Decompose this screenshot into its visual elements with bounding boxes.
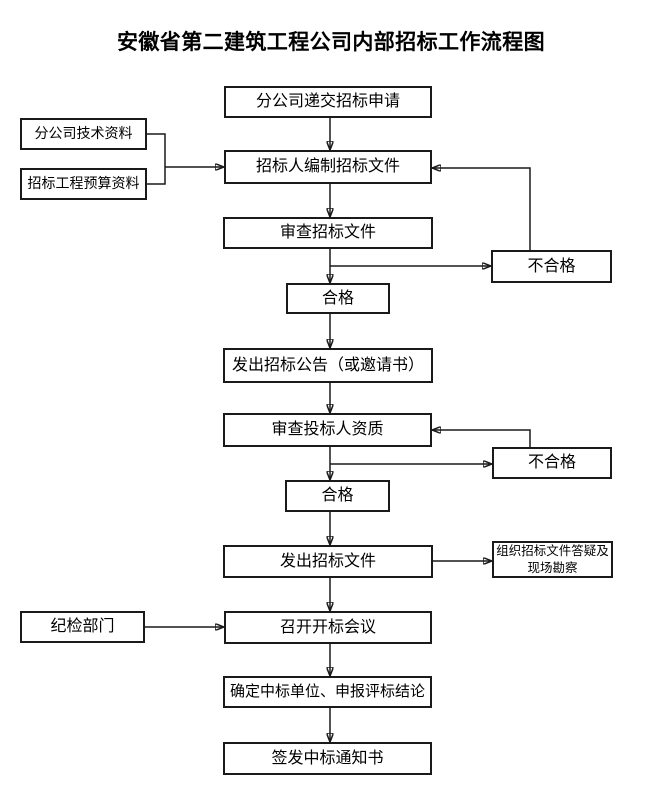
- node-qualified-1: 合格: [286, 283, 390, 314]
- edge-unqualified2-to-qualification: [432, 430, 531, 447]
- edge-unqualified1-to-prepare: [432, 168, 531, 250]
- node-bid-opening-meeting: 召开开标会议: [224, 611, 432, 644]
- node-discipline-department: 纪检部门: [20, 611, 145, 643]
- node-review-bidder-qualification: 审查投标人资质: [223, 413, 432, 447]
- node-review-documents: 审查招标文件: [223, 217, 433, 249]
- node-issue-bid-documents: 发出招标文件: [223, 545, 433, 578]
- node-budget-data: 招标工程预算资料: [20, 168, 147, 200]
- node-qualified-2: 合格: [285, 480, 390, 512]
- node-prepare-documents: 招标人编制招标文件: [224, 150, 432, 184]
- node-organize-qa-site-survey: 组织招标文件答疑及现场勘察: [492, 541, 613, 578]
- edge-inputs-bracket: [147, 133, 166, 185]
- node-tech-data: 分公司技术资料: [20, 118, 147, 150]
- node-submit-application: 分公司递交招标申请: [224, 86, 432, 118]
- node-unqualified-2: 不合格: [492, 447, 612, 479]
- node-determine-winner: 确定中标单位、申报评标结论: [223, 676, 432, 708]
- node-issue-award-notice: 签发中标通知书: [223, 742, 432, 775]
- node-unqualified-1: 不合格: [491, 250, 612, 283]
- node-issue-announcement: 发出招标公告（或邀请书）: [223, 348, 433, 383]
- diagram-title: 安徽省第二建筑工程公司内部招标工作流程图: [117, 31, 545, 54]
